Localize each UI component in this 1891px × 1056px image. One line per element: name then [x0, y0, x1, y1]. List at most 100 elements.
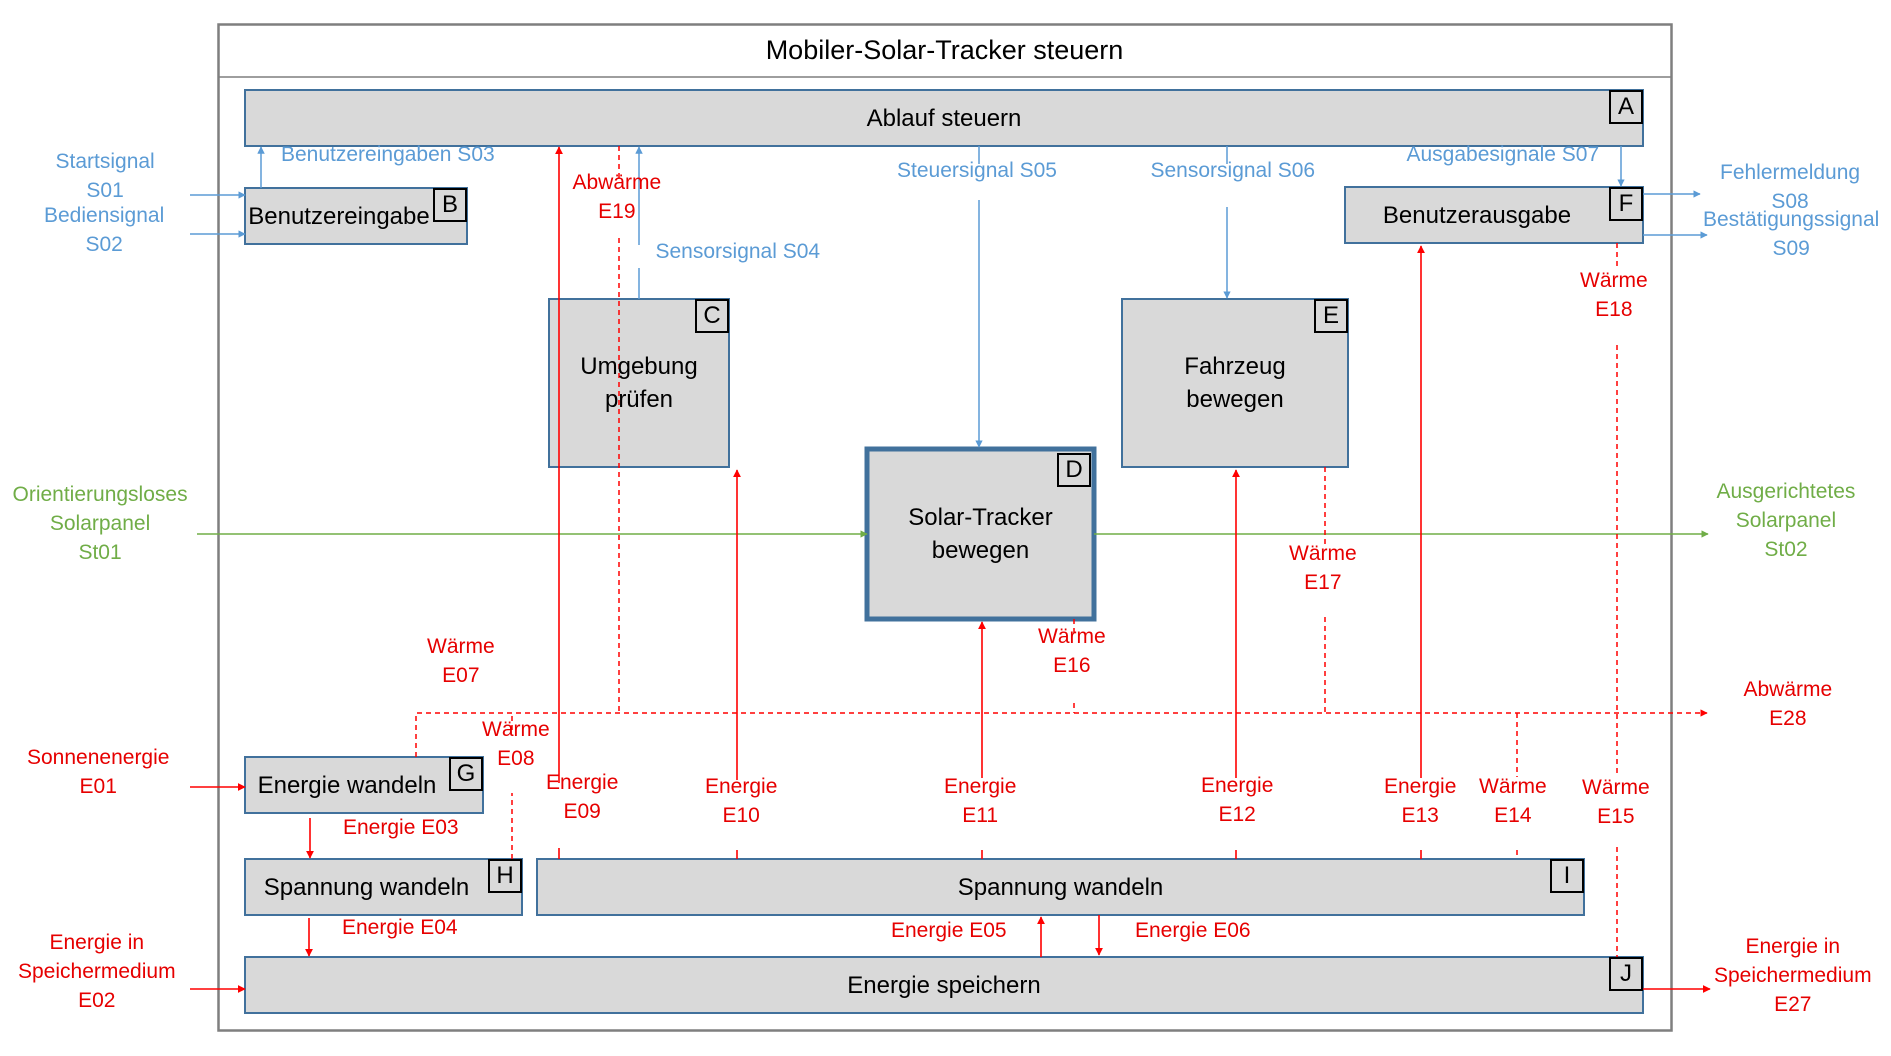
function-id-e: E	[1314, 299, 1348, 333]
flow-label-line: Startsignal	[55, 150, 155, 173]
flow-label-line: Sonnenenergie	[27, 746, 170, 769]
flow-label-line: Sensorsignal S06	[1150, 159, 1316, 182]
flow-label-line: Benutzereingaben S03	[281, 143, 495, 166]
flow-label-e04: Energie E04	[342, 913, 458, 942]
function-id-f: F	[1609, 187, 1643, 221]
function-id-d: D	[1057, 453, 1091, 487]
function-label-d: Solar-Tracker bewegen	[908, 504, 1053, 564]
flow-label-s04: Sensorsignal S04	[656, 237, 821, 266]
function-label-g: Energie wandeln	[257, 771, 437, 799]
function-box-g[interactable]	[244, 756, 484, 814]
function-id-c: C	[695, 299, 729, 333]
flow-label-line: St01	[78, 541, 122, 564]
function-box-e[interactable]	[1121, 298, 1349, 468]
flow-label-line: S01	[86, 179, 124, 202]
flow-label-line: Energie in	[49, 931, 145, 954]
flow-label-s07: Ausgabesignale S07	[1407, 140, 1600, 169]
flow-label-line: Bediensignal	[44, 204, 165, 227]
system-boundary	[217, 23, 1673, 1032]
function-box-a[interactable]	[244, 89, 1644, 147]
flow-label-line: Speichermedium	[1714, 964, 1872, 987]
flow-label-line: Energie E05	[891, 919, 1007, 942]
function-label-i: Spannung wandeln	[957, 873, 1164, 901]
flow-label-line: Sensorsignal S04	[655, 240, 821, 263]
flow-label-line: Ausgabesignale S07	[1406, 143, 1600, 166]
flow-label-line: Wärme	[1038, 625, 1106, 648]
flow-label-line: E15	[1597, 805, 1635, 828]
flow-label-line: Orientierungsloses	[12, 483, 188, 506]
flow-label-line: E13	[1401, 804, 1439, 827]
flow-label-line: Bestätigungssignal	[1703, 208, 1880, 231]
diagram-title: Mobiler-Solar-Tracker steuern	[765, 35, 1124, 65]
flow-label-line: Wärme	[427, 635, 495, 658]
flow-label-line: Abwärme	[1743, 678, 1833, 701]
flow-label-line: E27	[1774, 993, 1812, 1016]
flow-label-line: Wärme	[1479, 775, 1547, 798]
flow-label-e06: Energie E06	[1135, 916, 1251, 945]
function-label-j: Energie speichern	[847, 971, 1041, 999]
function-box-d[interactable]	[864, 446, 1097, 622]
flow-label-line: E09	[563, 800, 601, 823]
flow-label-line: Energie	[1384, 775, 1457, 798]
function-label-h: Spannung wandeln	[263, 873, 470, 901]
flow-label-line: Ausgerichtetes	[1716, 480, 1856, 503]
function-id-g: G	[449, 757, 483, 791]
flow-label-line: E01	[79, 775, 117, 798]
flow-label-s03: Benutzereingaben S03	[281, 140, 495, 169]
flow-label-line: Energie in	[1745, 935, 1841, 958]
function-label-f: Benutzerausgabe	[1382, 201, 1572, 229]
flow-label-line: Solarpanel	[49, 512, 151, 535]
flow-label-s05: Steuersignal S05	[897, 156, 1057, 185]
flow-label-line: E11	[962, 804, 999, 827]
function-box-f[interactable]	[1344, 186, 1644, 244]
flow-e07[interactable]	[415, 709, 1708, 757]
flow-label-line: Energie E04	[342, 916, 458, 939]
flow-label-line: Energie E03	[343, 816, 459, 839]
flow-label-line: E28	[1769, 707, 1807, 730]
flow-label-line: E17	[1304, 571, 1342, 594]
flow-label-line: E14	[1494, 804, 1532, 827]
flow-label-e05: Energie E05	[891, 916, 1007, 945]
function-id-b: B	[433, 188, 467, 222]
function-box-i[interactable]	[536, 858, 1585, 916]
flow-label-line: Energie E06	[1135, 919, 1251, 942]
flow-label-line: E07	[442, 664, 480, 687]
function-label-b: Benutzereingabe	[248, 202, 430, 230]
function-label-e: Fahrzeug bewegen	[1184, 353, 1286, 413]
flow-label-line: Steuersignal S05	[897, 159, 1057, 182]
function-box-j[interactable]	[244, 956, 1644, 1014]
flow-label-line: S08	[1771, 190, 1809, 213]
flow-label-line: Energie	[944, 775, 1017, 798]
flow-label-line: Wärme	[1580, 269, 1648, 292]
function-box-h[interactable]	[244, 858, 523, 916]
flow-label-line: S09	[1772, 237, 1810, 260]
flow-label-line: Energie	[705, 775, 778, 798]
flow-label-line: St02	[1764, 538, 1808, 561]
function-id-h: H	[488, 859, 522, 893]
flow-label-line: Fehlermeldung	[1720, 161, 1861, 184]
flow-label-line: Wärme	[1582, 776, 1650, 799]
flow-label-line: Energie	[1201, 774, 1274, 797]
flow-label-line: E02	[78, 989, 116, 1012]
flow-label-line: E08	[497, 747, 535, 770]
function-box-b[interactable]	[244, 187, 468, 245]
flow-label-line: E19	[598, 200, 636, 223]
flow-label-line: S02	[85, 233, 123, 256]
